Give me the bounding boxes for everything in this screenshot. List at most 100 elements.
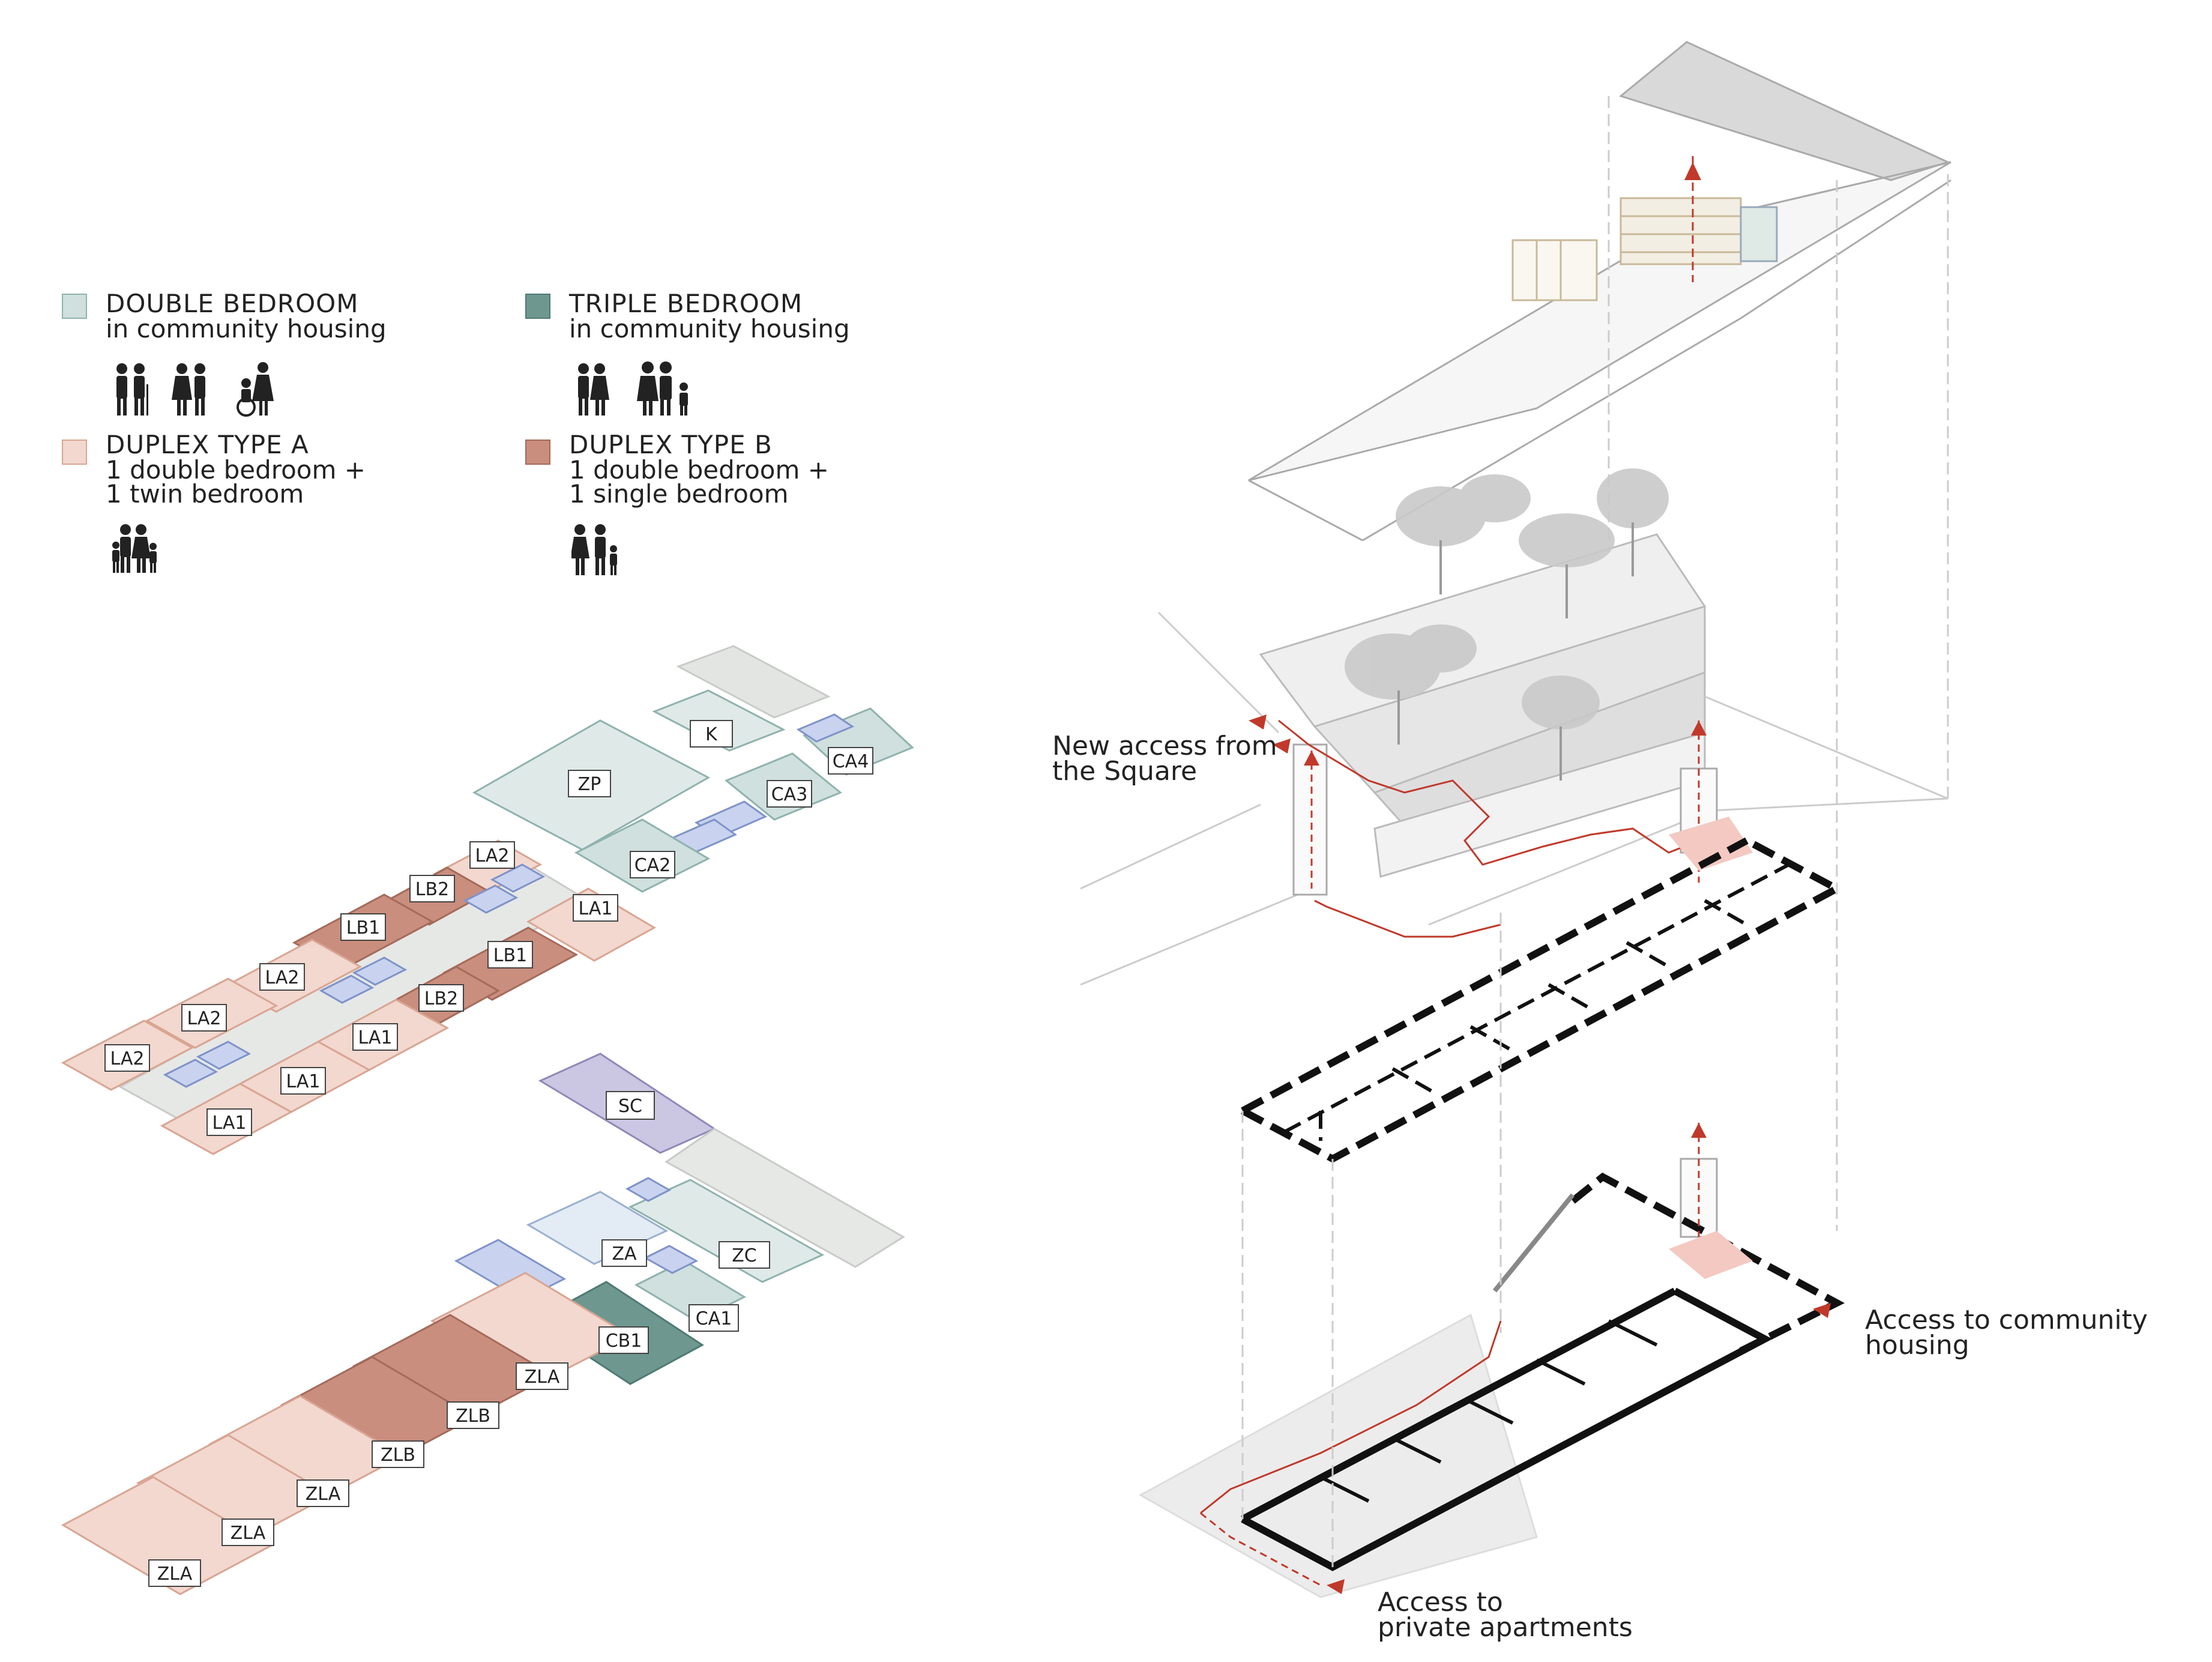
- room-label: SC: [618, 1096, 642, 1117]
- room-label: ZLA: [231, 1523, 266, 1544]
- plan-corridor: [676, 645, 831, 719]
- legend-swatch-triple: [525, 294, 550, 319]
- legend-duplex-b: DUPLEX TYPE B 1 double bedroom + 1 singl…: [523, 432, 944, 576]
- room-label: ZLA: [525, 1367, 560, 1388]
- entry-marker: [1813, 1303, 1831, 1318]
- room-label: ZLB: [456, 1406, 490, 1427]
- room-label: ZLA: [306, 1484, 341, 1505]
- legend-swatch-double: [62, 294, 87, 319]
- legend-duplex-a: DUPLEX TYPE A 1 double bedroom + 1 twin …: [60, 432, 450, 576]
- room-label: ZC: [732, 1245, 757, 1266]
- room-tag: LA1: [280, 1067, 326, 1095]
- room-zc: [628, 1179, 825, 1283]
- garden-edge: [1080, 881, 1327, 986]
- room-label: LA1: [212, 1113, 246, 1134]
- room-label: CA2: [634, 855, 671, 876]
- room-tag: CB1: [598, 1326, 649, 1354]
- legend-subtitle: 1 twin bedroom: [106, 479, 304, 509]
- room-tag: K: [690, 720, 733, 748]
- room-tag: ZLA: [516, 1362, 568, 1390]
- room-label: LB2: [415, 879, 449, 900]
- room-tag: CA3: [767, 780, 812, 808]
- room-label: LA2: [265, 967, 299, 988]
- bath: [625, 1177, 672, 1202]
- roof-glass: [1740, 206, 1778, 262]
- room-tag: SC: [606, 1091, 655, 1120]
- upper-floor-outline: [1241, 837, 1845, 1163]
- legend-subtitle: 1 double bedroom +: [569, 455, 829, 485]
- legend-title: TRIPLE BEDROOM: [569, 289, 803, 318]
- bath: [196, 1041, 252, 1070]
- access-path: [1200, 1512, 1321, 1586]
- room-tag: LA2: [259, 963, 305, 991]
- ground-plane: [1138, 1313, 1538, 1598]
- room-tag: ZLA: [297, 1479, 349, 1507]
- legend-title: DUPLEX TYPE B: [569, 430, 773, 459]
- room-tag: CA1: [689, 1304, 739, 1332]
- upper-floor-plan: [61, 645, 914, 1155]
- stair-tower: [1292, 743, 1328, 896]
- bath: [643, 1245, 699, 1274]
- entry-marker: [1273, 739, 1291, 754]
- bath: [463, 884, 519, 914]
- room-tag: LA2: [104, 1044, 150, 1072]
- room-tag: LA2: [181, 1004, 227, 1032]
- room-tag: ZLA: [222, 1518, 274, 1546]
- garden-edge: [1080, 803, 1261, 890]
- room-label: CB1: [606, 1331, 642, 1352]
- room-label: LB1: [493, 945, 527, 966]
- exploded-axonometric: [1080, 41, 1951, 1598]
- people-icons: [578, 361, 688, 416]
- legend-subtitle: 1 double bedroom +: [106, 455, 366, 485]
- people-icons: [116, 362, 274, 417]
- room-tag: ZA: [601, 1239, 647, 1267]
- room-tag: LB2: [418, 984, 464, 1012]
- legend-swatch-duplex-b: [525, 440, 550, 465]
- room-tag: ZLB: [447, 1401, 499, 1429]
- room-label: LA2: [475, 845, 509, 866]
- annotation-private-access: Access to private apartments: [1378, 1589, 1633, 1641]
- room-label: ZLB: [381, 1445, 415, 1466]
- bath: [490, 863, 546, 893]
- garden-edge: [1157, 611, 1280, 734]
- family-icon: [571, 524, 617, 575]
- lower-floor-walls: [1319, 1319, 1658, 1503]
- room-tag: ZP: [568, 770, 611, 797]
- arrow-head: [1691, 721, 1707, 736]
- room-label: ZA: [612, 1243, 637, 1265]
- room-tag: LB2: [409, 875, 455, 902]
- legend-subtitle: in community housing: [106, 314, 387, 343]
- room-la1: [526, 887, 657, 962]
- room-label: LA2: [187, 1008, 221, 1029]
- legend-title: DOUBLE BEDROOM: [106, 289, 359, 318]
- annotation-line: New access from: [1052, 731, 1277, 761]
- room-tag: LA1: [573, 894, 618, 922]
- annotation-line: the Square: [1052, 756, 1198, 787]
- arrow-head: [1684, 162, 1701, 180]
- annotation-new-access: New access from the Square: [1052, 731, 1277, 787]
- roof-top: [1618, 41, 1951, 181]
- access-path: [1278, 719, 1699, 866]
- room-tag: LA2: [469, 841, 515, 869]
- entry-marker: [1327, 1579, 1345, 1594]
- room-tag: CA4: [828, 747, 873, 775]
- trees: [1345, 468, 1669, 730]
- room-label: K: [705, 724, 718, 745]
- legend-triple-bedroom: TRIPLE BEDROOM in community housing: [523, 291, 944, 423]
- roof-edge: [1362, 179, 1951, 542]
- legend-double-bedroom: DOUBLE BEDROOM in community housing: [60, 291, 450, 423]
- room-label: LA2: [110, 1048, 144, 1069]
- room-tag: LA1: [206, 1108, 252, 1136]
- room-tag: CA2: [630, 851, 675, 878]
- entry-marker: [1249, 715, 1267, 730]
- bath: [352, 956, 408, 986]
- tree-trunks: [1397, 522, 1634, 781]
- annotation-line: Access to community: [1865, 1305, 2148, 1335]
- room-label: CA1: [696, 1308, 732, 1329]
- room-tag: LB1: [340, 913, 386, 941]
- bath: [319, 975, 375, 1004]
- legend-subtitle: 1 single bedroom: [569, 479, 789, 509]
- room-label: ZP: [578, 774, 601, 795]
- upper-floor-walls: [1283, 863, 1790, 1141]
- access-path: [1200, 1320, 1502, 1514]
